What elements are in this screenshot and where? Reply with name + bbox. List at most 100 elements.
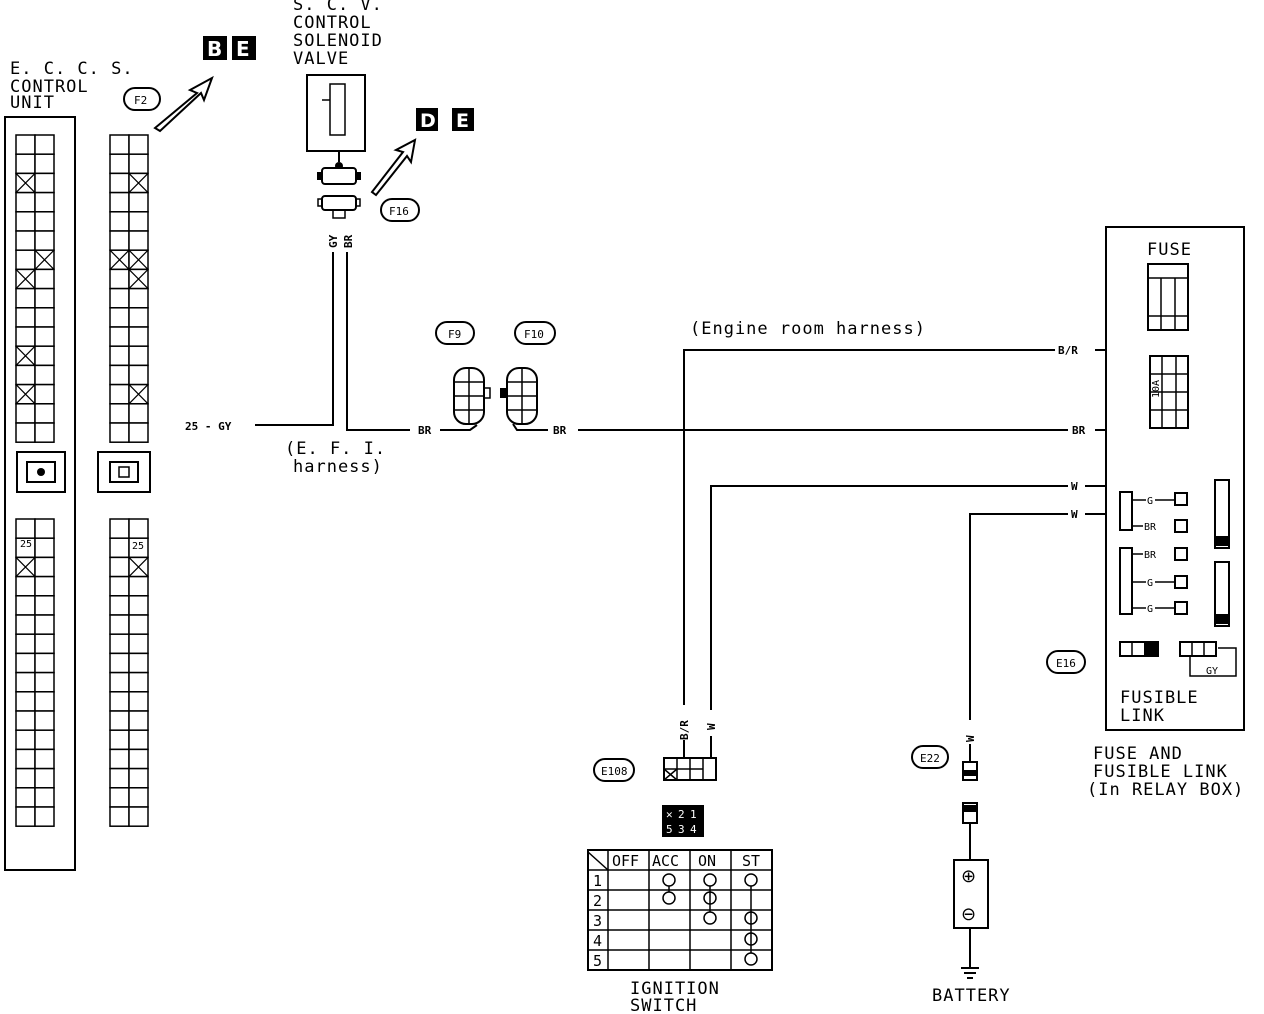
wire-label-e108-b-r: B/R [678,720,691,740]
ignition-col-off: OFF [612,852,639,870]
ref-box-E-1: E [232,36,256,61]
fuse-box-title-line-1: FUSE AND [1093,744,1183,764]
wire-w-2 [969,513,1068,720]
e16-tag: E16 [1046,650,1086,674]
wire-label-w-2: W [1071,508,1078,521]
ecu-title-line-1: E. C. C. S. [10,59,134,79]
battery-icon: ⊕ ⊖ [953,859,989,979]
ignition-col-on: ON [698,852,716,870]
svg-text:3: 3 [678,823,685,836]
wire-gy-to-ecu [255,252,334,426]
wire-label-br-1: BR [418,424,432,437]
f2-connector: 25 [97,134,151,827]
svg-text:F9: F9 [448,328,461,341]
f10-connector [500,367,538,425]
wire-label-g-1: G [1147,496,1153,507]
f2-pin-25-label: 25 [132,541,144,552]
f2-tag: F2 [123,87,161,111]
scv-title-line-3: SOLENOID [293,31,383,51]
scv-solenoid-valve-icon [306,74,366,219]
svg-text:D: D [420,110,436,132]
fuse-box-title-line-3: (In RELAY BOX) [1087,780,1244,800]
scv-title-line-2: CONTROL [293,13,372,33]
relay-10a-label: 10A [1151,380,1162,398]
ref-box-E-2: E [452,108,474,132]
e108-pinout: ✕ 2 1 5 3 4 [662,805,704,837]
ignition-row-3: 3 [593,912,602,930]
wire-label-g-2: G [1147,578,1153,589]
fuse-relay-box: FUSE 10A G BR BR G G [1105,226,1245,731]
svg-text:E16: E16 [1056,657,1076,670]
wire-w-1 [710,485,1068,710]
svg-text:B: B [207,37,222,61]
f16-tag: F16 [380,198,420,222]
arrow-to-D-E-icon [370,138,417,197]
battery-minus-icon: ⊖ [961,904,976,925]
svg-text:F2: F2 [134,94,147,107]
svg-text:4: 4 [690,823,697,836]
wire-label-e22-w: W [964,735,977,742]
wire-label-gy-scv: GY [327,234,340,248]
svg-text:F16: F16 [389,205,409,218]
fuse-box-title-line-2: FUSIBLE LINK [1093,762,1228,782]
wire-label-br-scv: BR [342,234,355,248]
ignition-row-4: 4 [593,932,602,950]
fuse-label: FUSE [1147,240,1192,260]
e108-tag: E108 [593,758,635,782]
arrow-to-B-E-icon [153,75,214,133]
ignition-switch-table: OFF ACC ON ST 1 2 3 4 5 [587,849,773,971]
ignition-row-1: 1 [593,872,602,890]
wire-br-scv [346,252,410,431]
svg-text:2: 2 [678,808,685,821]
svg-text:E: E [456,110,469,132]
efi-harness-line-2: harness) [293,457,383,477]
battery-plus-icon: ⊕ [961,866,976,887]
wire-label-g-3: G [1147,604,1153,615]
wire-label-25-gy: 25 - GY [185,420,232,433]
ecu-connector-left: 25 [4,116,76,871]
wire-label-e108-w: W [705,723,718,730]
e22-connector [962,761,978,860]
wire-b-r [683,349,1055,705]
e22-tag: E22 [911,745,949,769]
svg-text:E108: E108 [601,765,628,778]
fusible-link-line-1: FUSIBLE [1120,688,1199,708]
ecu-title-line-3: UNIT [10,93,55,113]
ref-box-D: D [416,108,438,132]
ignition-col-st: ST [742,852,760,870]
ignition-row-2: 2 [593,892,602,910]
f10-tag: F10 [514,321,556,345]
f9-connector [453,367,491,425]
wire-label-br-a: BR [1144,522,1157,533]
wire-br-to-f9 [440,424,478,431]
ecu-title-line-2: CONTROL [10,77,89,97]
e108-connector [663,757,717,781]
wire-br-from-f10 [512,423,548,431]
ignition-switch-label-line-1: IGNITION [630,979,720,999]
wire-label-br-3: BR [1072,424,1086,437]
scv-title-line-4: VALVE [293,49,349,69]
wire-label-w-1: W [1071,480,1078,493]
wire-label-br-b: BR [1144,550,1157,561]
engine-room-harness-label: (Engine room harness) [690,319,926,339]
svg-text:F10: F10 [524,328,544,341]
svg-text:5: 5 [666,823,673,836]
efi-harness-line-1: (E. F. I. [285,439,386,459]
scv-title-line-1: S. C. V. [293,0,383,15]
wire-label-br-2: BR [553,424,567,437]
wire-label-gy: GY [1206,666,1218,677]
ignition-col-acc: ACC [652,852,679,870]
svg-text:1: 1 [690,808,697,821]
ignition-switch-label-line-2: SWITCH [630,996,697,1014]
fusible-link-line-2: LINK [1120,706,1165,726]
ref-box-B: B [203,36,227,61]
svg-text:✕: ✕ [666,808,673,821]
battery-label: BATTERY [932,986,1011,1006]
wire-label-b-r: B/R [1058,344,1078,357]
svg-text:E22: E22 [920,752,940,765]
svg-text:E: E [236,37,250,61]
ignition-row-5: 5 [593,952,602,970]
f9-tag: F9 [435,321,475,345]
ecu-pin-25-label: 25 [20,539,32,550]
